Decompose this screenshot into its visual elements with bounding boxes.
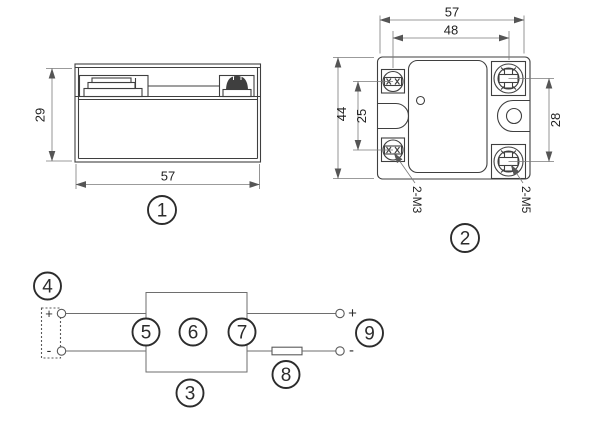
output-screws-label-text: 2-M5 <box>519 186 533 214</box>
side-width-dimension: 57 <box>75 164 260 189</box>
top-outer-width-dim-text: 57 <box>445 5 459 20</box>
left-screw-span-dimension: 25 <box>353 81 393 151</box>
view-label-1-text: 1 <box>157 201 168 222</box>
output-plus-sign: + <box>348 305 357 322</box>
circuit-label-5-text: 5 <box>141 323 152 344</box>
right-mount-tab <box>497 99 530 133</box>
circuit-label-8-text: 8 <box>281 365 292 386</box>
left-screw-span-dim-text: 25 <box>354 109 369 123</box>
top-screw-span-dimension: 48 <box>392 23 510 68</box>
circuit-label-4-text: 4 <box>42 277 53 298</box>
top-outer-width-dimension: 57 <box>379 5 525 54</box>
circuit-label-3: 3 <box>175 378 205 408</box>
circuit-label-5: 5 <box>131 317 161 347</box>
wiring-diagram: + - + - 4 5 6 7 <box>33 271 384 408</box>
input-minus-terminal <box>56 346 67 356</box>
circuit-label-6-text: 6 <box>188 323 199 344</box>
circuit-label-9: 9 <box>355 318 384 348</box>
view-label-1: 1 <box>147 195 177 225</box>
circuit-label-8: 8 <box>271 360 301 389</box>
top-outer-height-dimension: 44 <box>333 57 374 179</box>
top-outer-height-dim-text: 44 <box>334 107 349 121</box>
source-minus-sign: - <box>47 342 52 358</box>
circuit-label-6: 6 <box>178 317 208 347</box>
source-plus-sign: + <box>45 306 53 321</box>
side-right-screw <box>222 76 252 98</box>
view-label-2: 2 <box>450 223 480 253</box>
input-plus-terminal <box>56 308 67 319</box>
led-indicator <box>415 95 426 106</box>
input-screws-callout: 2-M3 <box>393 152 424 214</box>
top-body-outline <box>376 56 531 180</box>
left-mount-slot <box>377 102 410 130</box>
circuit-label-7-text: 7 <box>237 323 248 344</box>
right-screw-span-dim-text: 28 <box>548 113 563 127</box>
output-plus-terminal <box>335 308 345 319</box>
output-screws-callout: 2-M5 <box>510 164 533 214</box>
output-minus-terminal <box>335 346 345 356</box>
circuit-label-9-text: 9 <box>364 324 375 345</box>
right-mount-hole <box>505 107 523 125</box>
output-minus-sign: - <box>349 342 354 359</box>
right-screw-span-dimension: 28 <box>508 78 563 162</box>
circuit-label-7: 7 <box>227 317 257 347</box>
side-height-dimension: 29 <box>33 68 72 162</box>
circuit-label-3-text: 3 <box>185 384 196 405</box>
side-left-terminal-clamp <box>83 77 143 98</box>
side-height-dim-text: 29 <box>33 108 48 122</box>
dc-source-box <box>40 307 62 359</box>
input-screws-label-text: 2-M3 <box>410 186 424 214</box>
view-label-2-text: 2 <box>460 229 471 250</box>
load-resistor <box>271 346 303 356</box>
top-cover-plate <box>407 59 488 174</box>
circuit-label-4: 4 <box>33 271 62 301</box>
top-screw-span-dim-text: 48 <box>444 23 458 38</box>
side-body-outline <box>74 63 262 163</box>
side-view: 29 57 1 <box>33 63 262 225</box>
side-width-dim-text: 57 <box>161 169 175 184</box>
top-view: 57 48 44 25 28 <box>333 5 563 253</box>
